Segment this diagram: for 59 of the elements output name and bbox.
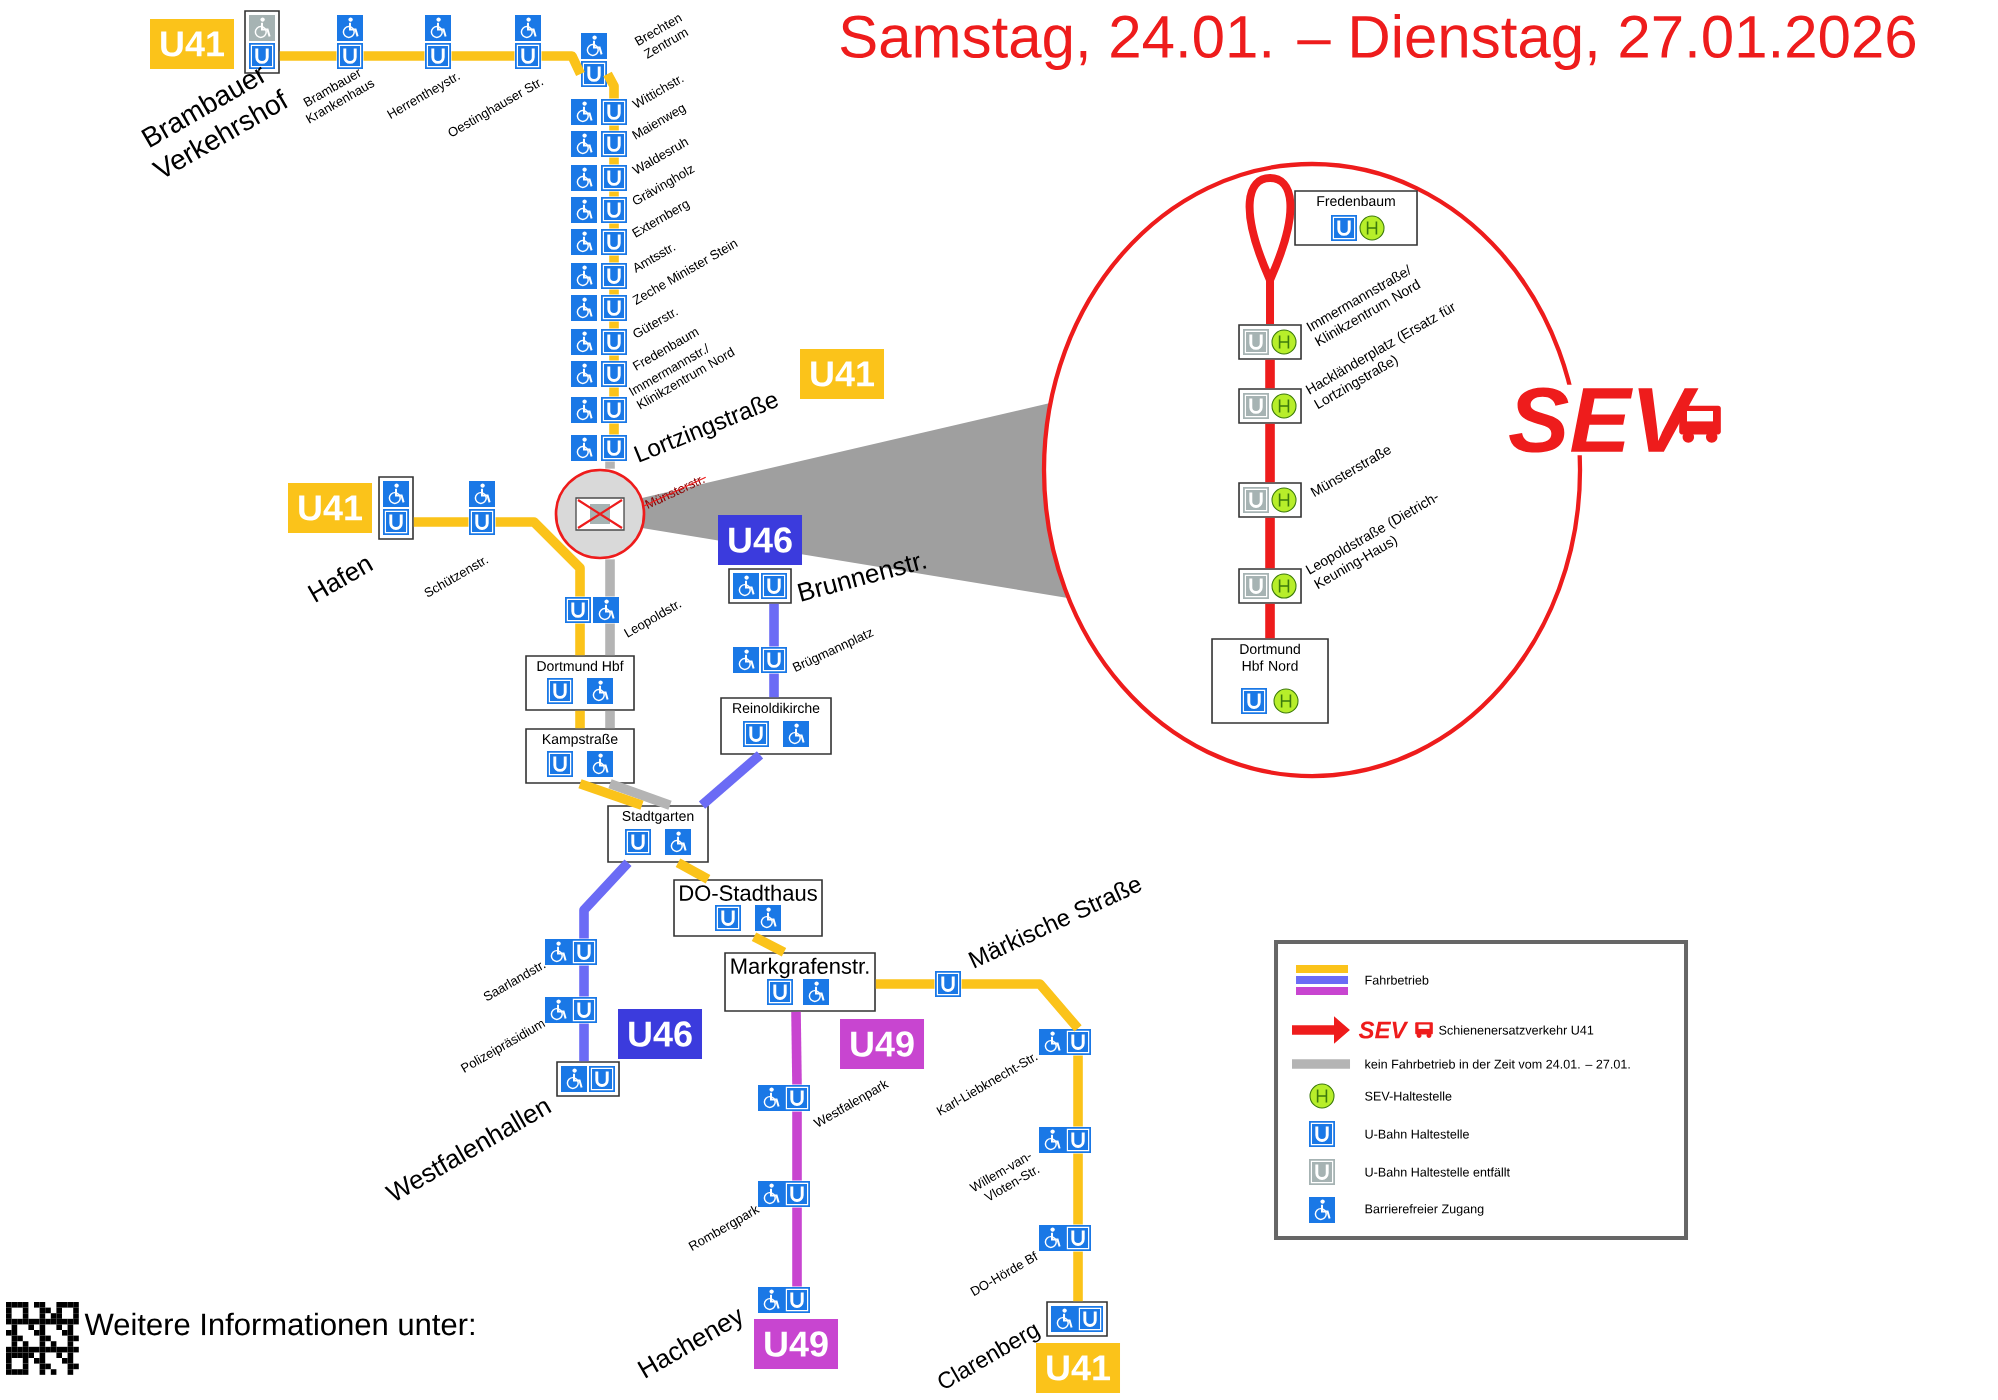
track-line xyxy=(792,1111,802,1181)
track-line xyxy=(541,51,585,77)
track-line xyxy=(609,125,619,131)
title: Samstag, 24.01. – Dienstag, 27.01.2026 xyxy=(840,14,1916,70)
track-line xyxy=(609,423,619,435)
track-line xyxy=(609,355,619,361)
track-line xyxy=(579,965,589,997)
track-line xyxy=(578,779,644,810)
info-text: Weitere Informationen unter: xyxy=(84,1312,474,1336)
station-box: DO-Stadthaus xyxy=(673,879,823,937)
track-line xyxy=(363,51,425,61)
station-name: Hafen xyxy=(307,558,374,603)
track-line xyxy=(609,191,619,197)
line-badge: U41 xyxy=(800,349,884,399)
track-line xyxy=(605,461,615,469)
track-line xyxy=(792,1207,802,1287)
station-box: Markgrafenstr. xyxy=(724,952,876,1012)
line-badge: U46 xyxy=(618,1009,702,1059)
track-line xyxy=(579,1023,589,1062)
track-line xyxy=(698,751,764,809)
track-line xyxy=(1073,1251,1083,1302)
track-line xyxy=(791,1011,802,1085)
track-line xyxy=(769,603,779,647)
track-line xyxy=(609,223,619,229)
track-line xyxy=(675,858,711,884)
track-line xyxy=(1265,603,1275,639)
track-line xyxy=(495,517,585,597)
line-badge: U46 xyxy=(718,515,802,565)
track-line xyxy=(575,710,585,729)
track-line xyxy=(605,623,615,656)
line-badge: U49 xyxy=(754,1319,838,1369)
track-line xyxy=(1073,1055,1083,1127)
track-line xyxy=(413,517,469,527)
track-line xyxy=(1265,517,1275,569)
line-badge: U41 xyxy=(288,483,372,533)
track-line xyxy=(609,321,619,329)
track-line xyxy=(451,51,515,61)
track-line xyxy=(1073,1153,1083,1225)
track-line xyxy=(751,932,787,957)
track-line xyxy=(608,779,672,810)
track-line xyxy=(279,51,337,61)
track-line xyxy=(1265,359,1275,389)
track-line xyxy=(605,559,615,597)
track-line xyxy=(875,979,935,989)
track-line xyxy=(579,859,632,939)
track-line xyxy=(605,710,615,729)
track-line xyxy=(609,157,619,165)
line-badge: U41 xyxy=(150,19,234,69)
line-badge: U41 xyxy=(1036,1343,1120,1393)
track-line xyxy=(609,289,619,295)
track-line xyxy=(603,71,619,99)
line-badge: U49 xyxy=(840,1019,924,1069)
track-line xyxy=(1265,423,1275,483)
sev-sign: SEV xyxy=(1358,1021,1409,1039)
track-line xyxy=(575,623,585,656)
track-line xyxy=(609,387,619,397)
track-line xyxy=(961,979,1082,1032)
track-line xyxy=(769,673,779,698)
track-line xyxy=(609,255,619,263)
